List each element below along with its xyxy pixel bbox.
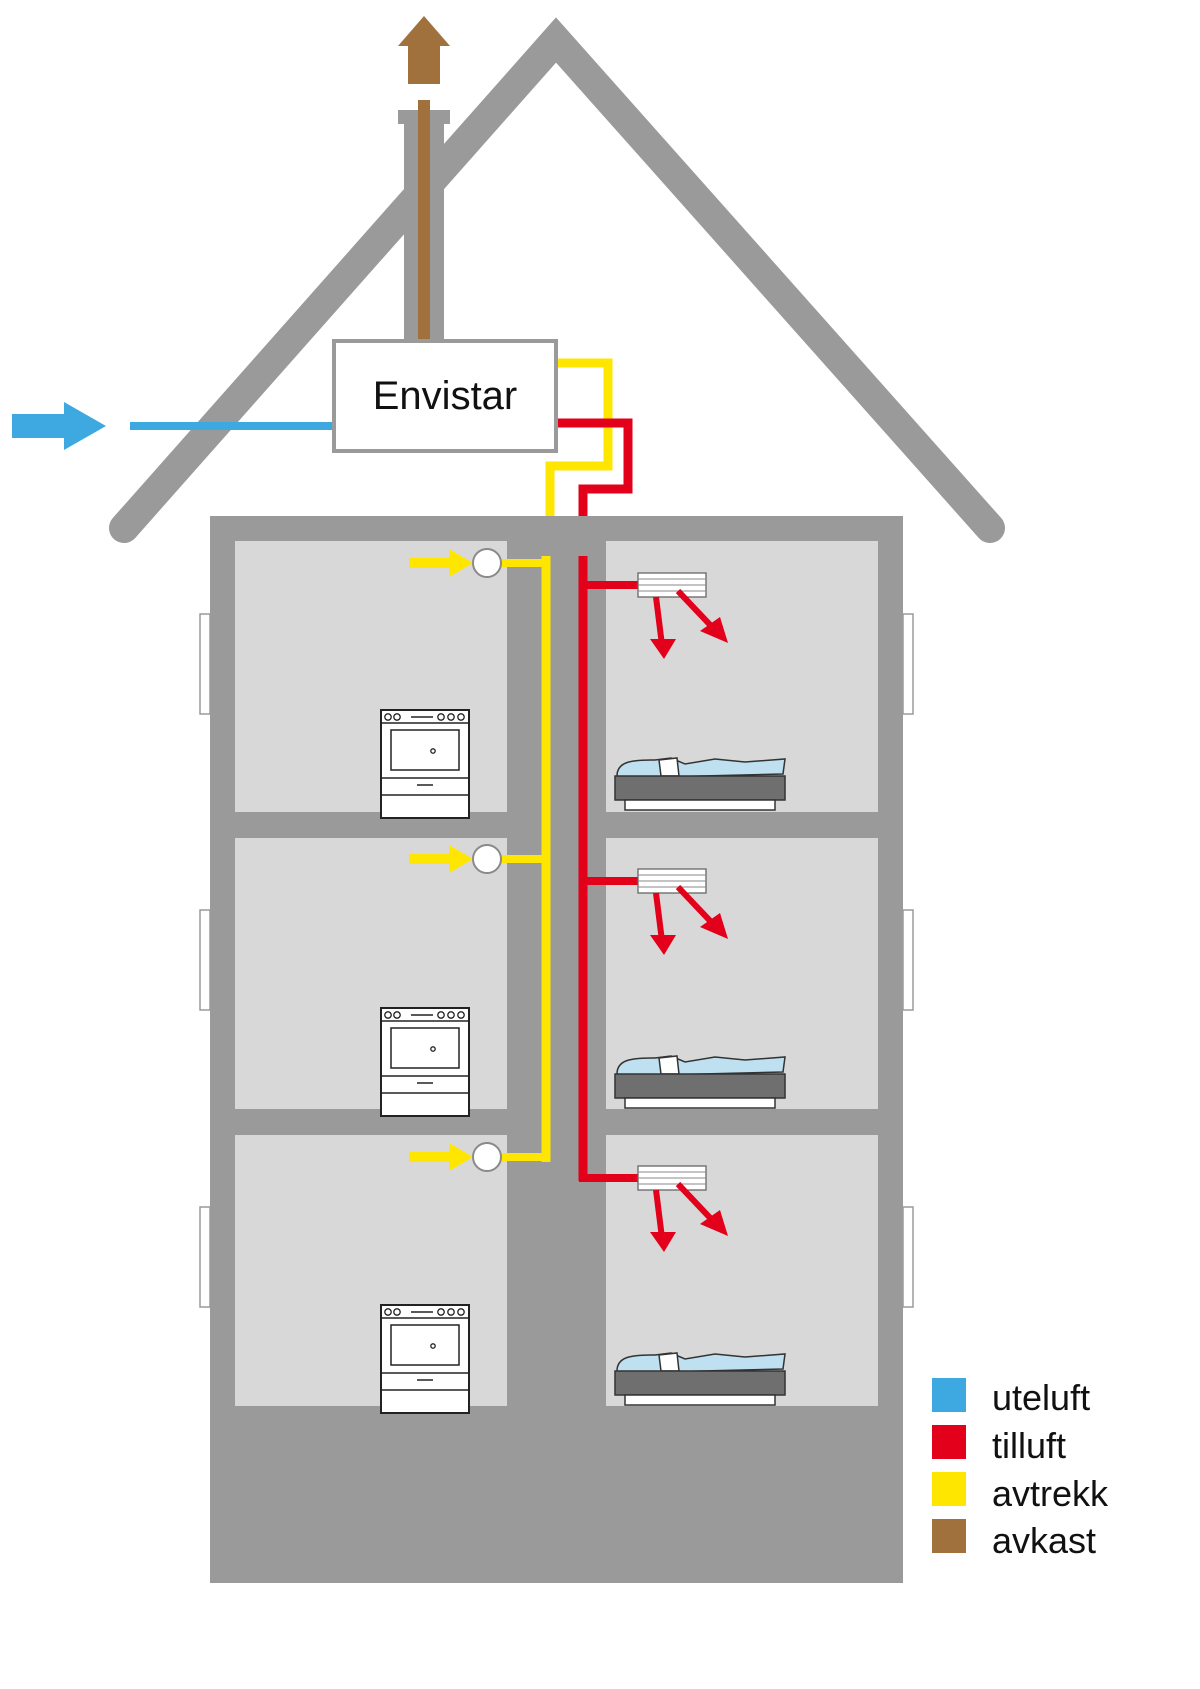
bed-icon [614,1055,786,1109]
legend-item-tilluft: tilluft [932,1425,1066,1466]
tilluft-duct-top [556,418,633,560]
stove-icon [380,709,470,819]
stove-icon [380,1304,470,1414]
window-left-1 [199,613,211,715]
supply-diffuser-icon [637,1165,707,1191]
legend-label-avtrekk: avtrekk [992,1473,1109,1514]
envistar-unit: Envistar [332,339,558,453]
legend-swatch-tilluft [932,1425,966,1459]
legend-label-avkast: avkast [992,1520,1096,1561]
supply-diffuser-icon [637,572,707,598]
uteluft-duct [130,422,336,430]
window-left-3 [199,1206,211,1308]
legend: uteluft tilluft avtrekk avkast [932,1377,1109,1561]
window-right-1 [902,613,914,715]
legend-swatch-uteluft [932,1378,966,1412]
uteluft-arrow [12,402,106,450]
legend-label-tilluft: tilluft [992,1425,1066,1466]
window-right-2 [902,909,914,1011]
legend-item-uteluft: uteluft [932,1377,1090,1418]
avkast-arrow-shaft [408,42,440,84]
supply-diffuser-icon [637,868,707,894]
avkast-arrow-head [398,16,450,46]
bed-icon [614,1352,786,1406]
roof [109,17,1005,543]
stove-icon [380,1007,470,1117]
avtrekk-duct-top [545,358,613,560]
legend-swatch-avkast [932,1519,966,1553]
legend-item-avkast: avkast [932,1519,1096,1561]
legend-swatch-avtrekk [932,1472,966,1506]
envistar-label: Envistar [373,374,518,418]
bed-icon [614,757,786,811]
legend-label-uteluft: uteluft [992,1377,1090,1418]
window-left-2 [199,909,211,1011]
window-right-3 [902,1206,914,1308]
legend-item-avtrekk: avtrekk [932,1472,1109,1514]
avkast-duct [418,100,430,340]
